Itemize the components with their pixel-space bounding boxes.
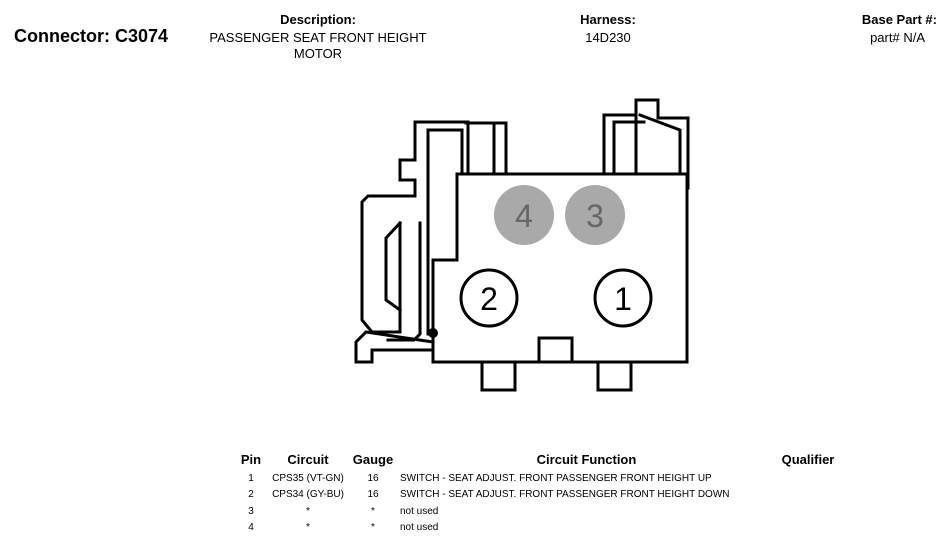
base-part-value: part# N/A [870, 30, 925, 45]
pin-table: Pin Circuit Gauge Circuit Function Quali… [236, 452, 843, 536]
circuit-header: Circuit [287, 452, 329, 467]
table-row: 2 CPS34 (GY-BU) 16 SWITCH - SEAT ADJUST.… [236, 487, 843, 504]
circuit-cell: * [306, 505, 310, 517]
pin-3-shape: 3 [565, 185, 625, 245]
bottom-tab-left [480, 360, 517, 392]
gauge-cell: 16 [367, 489, 379, 501]
gauge-header: Gauge [352, 452, 394, 467]
pin-header: Pin [240, 452, 262, 467]
table-row: 4 * * not used [236, 520, 843, 537]
connector-title: Connector: C3074 [14, 26, 169, 46]
qualifier-header: Qualifier [781, 452, 835, 467]
base-part-block: Base Part #: part# N/A [862, 12, 937, 45]
right-latch-outer [602, 98, 690, 190]
pin-cell: 1 [248, 472, 254, 484]
qualifier-cell [773, 503, 843, 520]
description-label: Description: [280, 12, 356, 27]
harness-block: Harness: 14D230 [548, 12, 668, 45]
left-latch-inner [426, 128, 464, 225]
table-row: 1 CPS35 (VT-GN) 16 SWITCH - SEAT ADJUST.… [236, 470, 843, 487]
function-cell: SWITCH - SEAT ADJUST. FRONT PASSENGER FR… [400, 489, 730, 501]
circuit-cell: CPS34 (GY-BU) [272, 489, 344, 501]
left-clip-rail-outer [386, 221, 422, 342]
pin-4-label: 4 [515, 198, 533, 234]
description-value-line1: PASSENGER SEAT FRONT HEIGHT [209, 30, 427, 45]
qualifier-cell [773, 520, 843, 537]
gauge-cell: 16 [367, 472, 379, 484]
gauge-cell: * [371, 522, 375, 534]
function-cell: not used [400, 522, 439, 534]
circuit-cell: CPS35 (VT-GN) [272, 472, 344, 484]
description-block: Description: PASSENGER SEAT FRONT HEIGHT… [188, 12, 448, 62]
key-slot [537, 336, 574, 364]
pin-cell: 2 [248, 489, 254, 501]
pin-2-shape: 2 [459, 268, 519, 328]
left-hook [354, 330, 435, 364]
pin-cell: 3 [248, 505, 254, 517]
circuit-cell: * [306, 522, 310, 534]
right-latch-tab [612, 120, 646, 176]
right-latch-post [638, 113, 682, 176]
pin-2-label: 2 [480, 281, 498, 317]
pin-1-label: 1 [614, 281, 632, 317]
harness-value: 14D230 [585, 30, 631, 45]
table-row: 3 * * not used [236, 503, 843, 520]
harness-label: Harness: [580, 12, 636, 27]
circuit-function-header: Circuit Function [536, 452, 637, 467]
left-latch-outer [360, 120, 470, 334]
description-value-line2: MOTOR [293, 46, 343, 61]
pin-table-header-row: Pin Circuit Gauge Circuit Function Quali… [236, 452, 843, 470]
pin-3-label: 3 [586, 198, 604, 234]
gauge-cell: * [371, 505, 375, 517]
function-cell: SWITCH - SEAT ADJUST. FRONT PASSENGER FR… [400, 472, 712, 484]
left-clip [384, 220, 403, 313]
connector-body [431, 172, 689, 364]
function-cell: not used [400, 505, 439, 517]
pin-cell: 4 [248, 522, 254, 534]
latch-dot [428, 328, 438, 338]
left-latch-post-outer [464, 121, 508, 176]
description-value: PASSENGER SEAT FRONT HEIGHT MOTOR [188, 30, 448, 62]
base-part-label: Base Part #: [861, 12, 937, 27]
bottom-tab-right [596, 360, 633, 392]
pin-1-shape: 1 [593, 268, 653, 328]
pin-4-shape: 4 [494, 185, 554, 245]
qualifier-cell [773, 487, 843, 504]
qualifier-cell [773, 470, 843, 487]
